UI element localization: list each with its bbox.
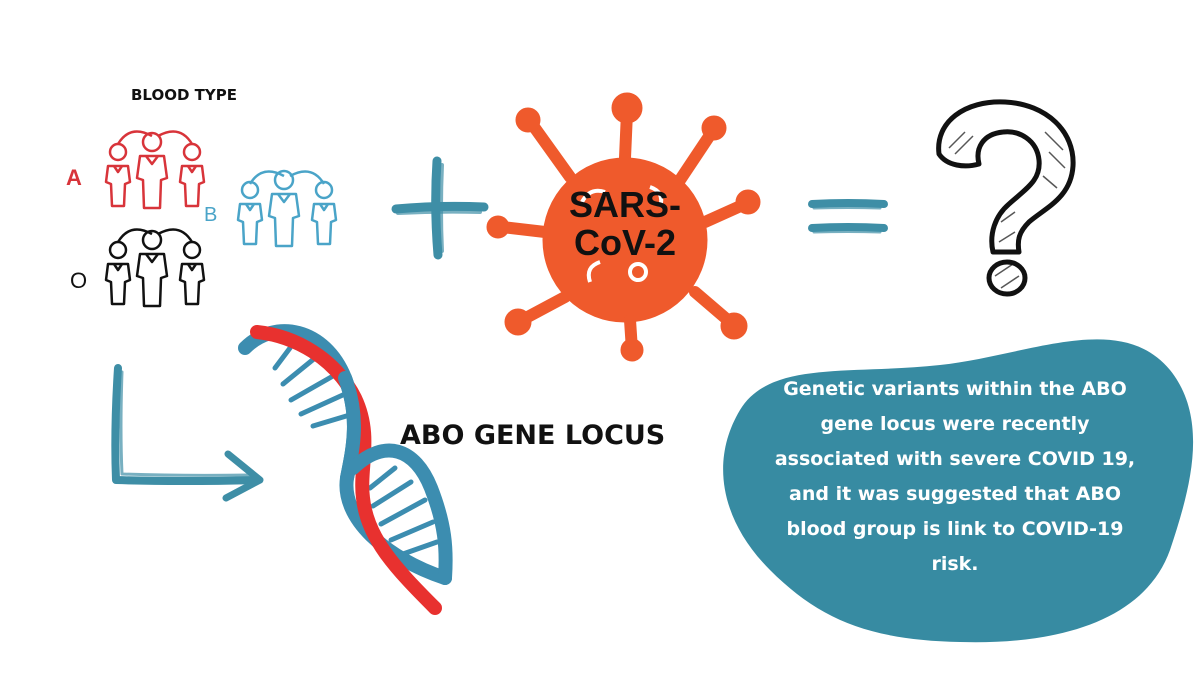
arrow-icon	[111, 364, 264, 502]
blood-group-o-label: O	[70, 268, 88, 293]
info-text: Genetic variants within the ABO gene loc…	[774, 378, 1136, 575]
people-group-o-icon	[104, 228, 206, 308]
plus-icon	[391, 156, 489, 260]
virus-label: SARS-CoV-2	[568, 184, 681, 263]
people-group-a-icon	[104, 130, 206, 210]
equals-icon	[808, 199, 888, 234]
gene-locus-label: ABO GENE LOCUS	[400, 420, 666, 451]
question-mark-icon	[936, 99, 1076, 297]
info-blob-shape	[723, 339, 1194, 643]
blood-group-a-label: A	[66, 165, 82, 190]
people-group-b-icon	[236, 169, 338, 248]
dna-helix-icon	[238, 324, 453, 615]
blood-group-b-label: B	[204, 204, 218, 226]
blood-type-title: BLOOD TYPE	[131, 86, 237, 104]
virus-icon	[486, 92, 761, 362]
